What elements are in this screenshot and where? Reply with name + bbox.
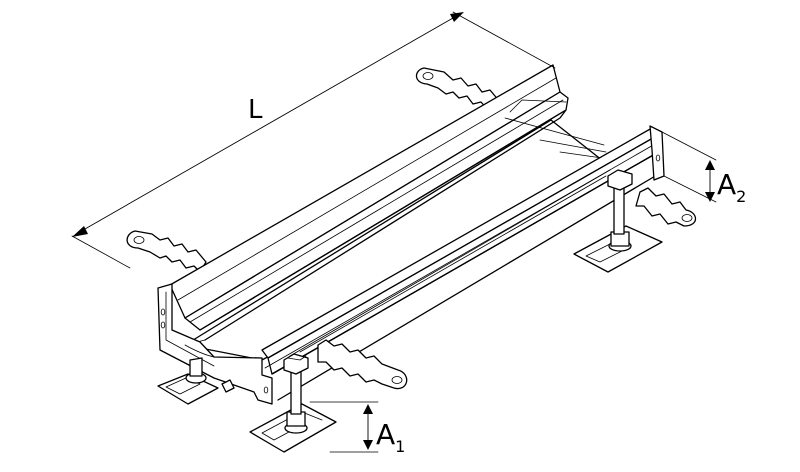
anchor-tab-back-left [126,230,207,273]
dimension-height-rear-letter: A [717,168,736,201]
dimension-height-rear: A2 [661,131,746,206]
anchor-tab-front-middle [317,339,408,390]
adjustable-foot-front [249,353,337,453]
svg-text:A2: A2 [717,168,746,206]
dimension-length: L [71,11,556,269]
dimension-height-rear-index: 2 [736,187,746,206]
svg-text:A1: A1 [376,418,405,456]
dimension-height-front: A1 [309,401,405,456]
dimension-height-front-letter: A [376,418,395,451]
anchor-tab-right [635,187,697,227]
anchor-tab-back-right [415,67,501,111]
drain-channel [157,64,665,405]
adjustable-foot-rear [573,169,663,273]
dimension-length-label: L [248,95,263,125]
adjustable-foot-front-left [157,357,235,405]
dimension-height-front-index: 1 [395,437,405,456]
